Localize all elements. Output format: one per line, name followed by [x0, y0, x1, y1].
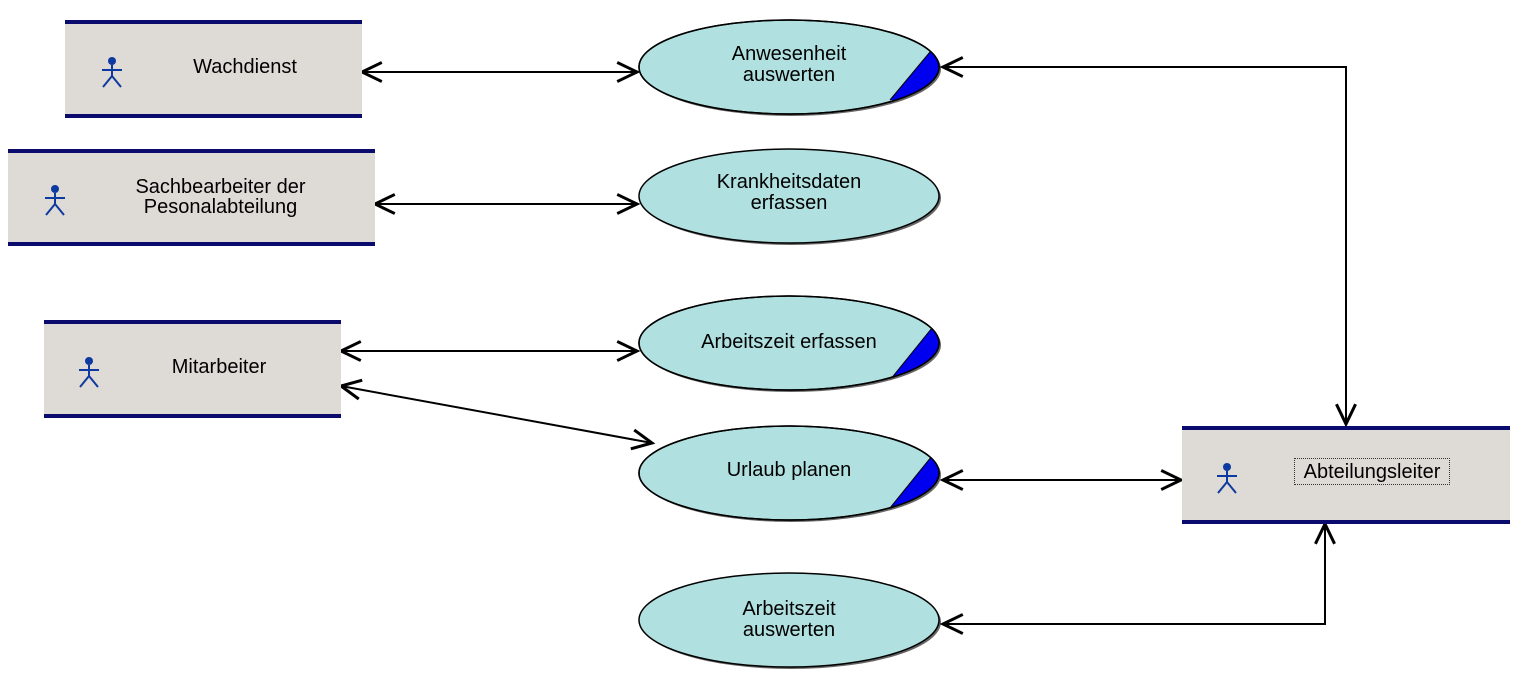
arrowhead [337, 340, 362, 362]
actor-label: Abteilungsleiter [1294, 458, 1450, 485]
link-anwesenheit-abteilungsleiter[interactable] [943, 66, 1347, 424]
usecase-anwesenheit[interactable] [638, 19, 941, 116]
actor-label: Mitarbeiter [171, 356, 267, 378]
link-arbeitszeit-auswerten-abteilungsleiter[interactable] [943, 524, 1326, 625]
actor-mitarbeiter[interactable]: Mitarbeiter [44, 320, 341, 418]
usecase-krankheitsdaten[interactable] [638, 148, 941, 245]
actor-icon [102, 57, 122, 88]
arrowhead [939, 613, 964, 635]
arrowhead [371, 193, 396, 215]
actor-icon [45, 185, 65, 216]
actor-wachdienst[interactable]: Wachdienst [65, 20, 362, 118]
usecase-urlaub[interactable] [638, 425, 941, 522]
actor-label: Wachdienst [193, 56, 297, 78]
connectors [337, 56, 1357, 635]
arrowhead [358, 61, 383, 83]
actor-icon [79, 357, 99, 388]
actor-label: Sachbearbeiter der Pesonalabteilung [135, 176, 306, 218]
arrowhead [939, 469, 964, 491]
usecase-arbeitszeit-erfassen[interactable] [638, 295, 941, 392]
usecase-arbeitszeit-auswerten[interactable] [638, 572, 941, 669]
arrowhead [616, 61, 641, 83]
link-mitarbeiter-urlaub[interactable] [340, 385, 653, 444]
arrowhead [939, 56, 964, 78]
actor-sachbearbeiter[interactable]: Sachbearbeiter der Pesonalabteilung [8, 149, 375, 246]
arrowhead [616, 193, 641, 215]
arrowhead [616, 340, 641, 362]
actor-abteilungsleiter[interactable]: Abteilungsleiter [1182, 426, 1510, 524]
actor-icon [1217, 463, 1237, 494]
arrowhead [1314, 520, 1336, 545]
arrowhead [337, 378, 363, 401]
arrowhead [1335, 403, 1357, 428]
arrowhead [1160, 469, 1185, 491]
arrowhead [630, 428, 656, 451]
